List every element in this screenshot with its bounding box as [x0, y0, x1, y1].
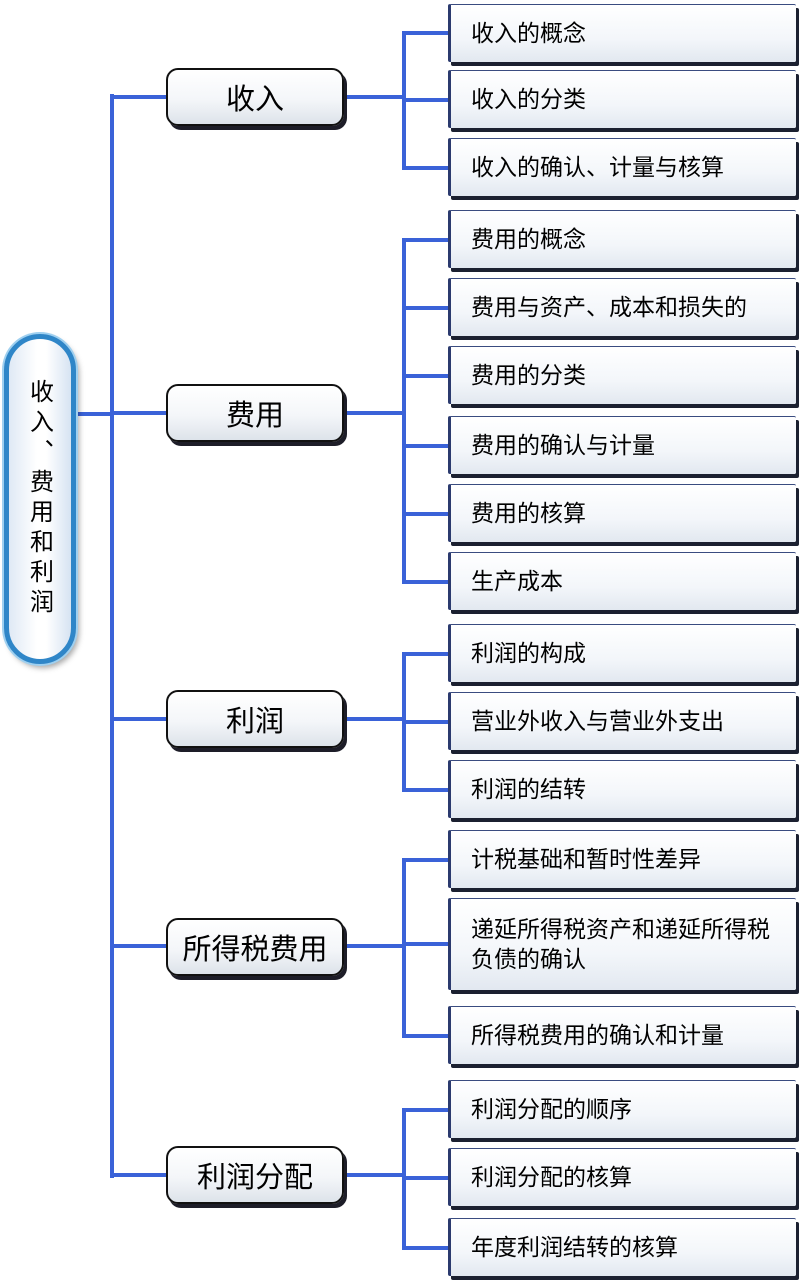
leaf-item: 所得税费用的确认和计量	[448, 1006, 796, 1064]
leaf-item: 费用的核算	[448, 484, 796, 542]
category-profit-distribution: 利润分配	[166, 1146, 344, 1204]
leaf-item: 利润分配的顺序	[448, 1080, 796, 1138]
category-income: 收入	[166, 68, 344, 126]
leaf-item: 收入的确认、计量与核算	[448, 138, 796, 196]
leaf-item: 费用与资产、成本和损失的	[448, 278, 796, 336]
root-label: 收入、费用和利润	[25, 379, 54, 619]
category-income-tax: 所得税费用	[166, 918, 344, 976]
leaf-item: 费用的概念	[448, 210, 796, 268]
leaf-item: 收入的分类	[448, 70, 796, 128]
leaf-item: 生产成本	[448, 552, 796, 610]
leaf-item: 收入的概念	[448, 4, 796, 62]
leaf-item: 利润分配的核算	[448, 1148, 796, 1206]
leaf-item: 年度利润结转的核算	[448, 1218, 796, 1276]
leaf-item: 计税基础和暂时性差异	[448, 830, 796, 888]
leaf-item: 营业外收入与营业外支出	[448, 692, 796, 750]
leaf-item: 费用的确认与计量	[448, 416, 796, 474]
leaf-item: 利润的构成	[448, 624, 796, 682]
root-node: 收入、费用和利润	[4, 334, 76, 664]
category-expenses: 费用	[166, 384, 344, 442]
leaf-item: 递延所得税资产和递延所得税负债的确认	[448, 898, 796, 990]
category-profit: 利润	[166, 690, 344, 748]
leaf-item: 利润的结转	[448, 760, 796, 818]
leaf-item: 费用的分类	[448, 346, 796, 404]
